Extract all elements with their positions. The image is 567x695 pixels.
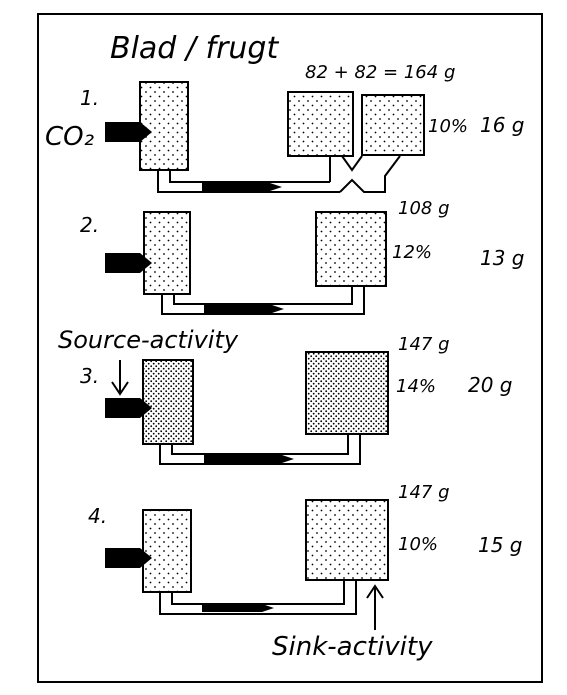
source-activity-label: Source-activity (58, 326, 239, 354)
row-1-percent: 10% (428, 116, 468, 137)
fruit-box-2 (315, 211, 387, 287)
row-2-number: 2. (80, 213, 99, 237)
fork-stem-1 (329, 155, 401, 193)
fruit-box-1b (361, 94, 425, 156)
stem-3 (159, 434, 361, 465)
row-2: 2. 108 g 12% 13 g (80, 198, 525, 315)
row-1-yield: 16 g (480, 113, 525, 137)
row-3-number: 3. (80, 364, 99, 388)
row-4-fruit-weight: 147 g (398, 482, 450, 503)
sink-activity-label: Sink-activity (272, 632, 433, 662)
leaf-box-2 (143, 211, 191, 295)
stem-1 (157, 170, 340, 193)
row-3: Source-activity 3. 147 g 14% 20 g (58, 326, 513, 465)
row-4-percent: 10% (398, 534, 438, 555)
row-1-number: 1. (80, 86, 99, 110)
co2-label: CO₂ (45, 122, 94, 152)
row-2-fruit-weight: 108 g (398, 198, 450, 219)
row-4: 4. 147 g 10% 15 g Sink-activity (88, 482, 523, 662)
row-2-yield: 13 g (480, 246, 525, 270)
row-4-yield: 15 g (478, 533, 523, 557)
fruit-box-4 (305, 499, 389, 581)
sink-activity-arrow (366, 584, 384, 630)
co2-arrow-4 (105, 548, 152, 568)
stem-2 (161, 286, 365, 315)
row-3-fruit-weight: 147 g (398, 334, 450, 355)
diagram-title: Blad / frugt (110, 31, 279, 66)
flow-arrow-3 (204, 455, 294, 463)
co2-arrow-2 (105, 253, 152, 273)
flow-arrow-1 (202, 183, 282, 191)
row-4-number: 4. (88, 504, 107, 528)
row-1-fruit-weight: 82 + 82 = 164 g (305, 62, 455, 83)
fruit-box-1a (287, 91, 354, 157)
flow-arrow-2 (204, 305, 284, 313)
flow-arrow-4 (202, 604, 274, 612)
leaf-box-1 (139, 81, 189, 171)
leaf-box-4 (142, 509, 192, 593)
row-3-yield: 20 g (468, 373, 513, 397)
row-3-percent: 14% (396, 376, 436, 397)
co2-arrow-3 (105, 398, 152, 418)
leaf-box-3 (142, 359, 194, 445)
frame (37, 13, 543, 683)
fruit-box-3 (305, 351, 389, 435)
source-activity-arrow (111, 360, 129, 396)
row-2-percent: 12% (392, 242, 432, 263)
row-1: 1. CO₂ 82 + 82 = 164 g 10% 16 g (45, 62, 525, 193)
